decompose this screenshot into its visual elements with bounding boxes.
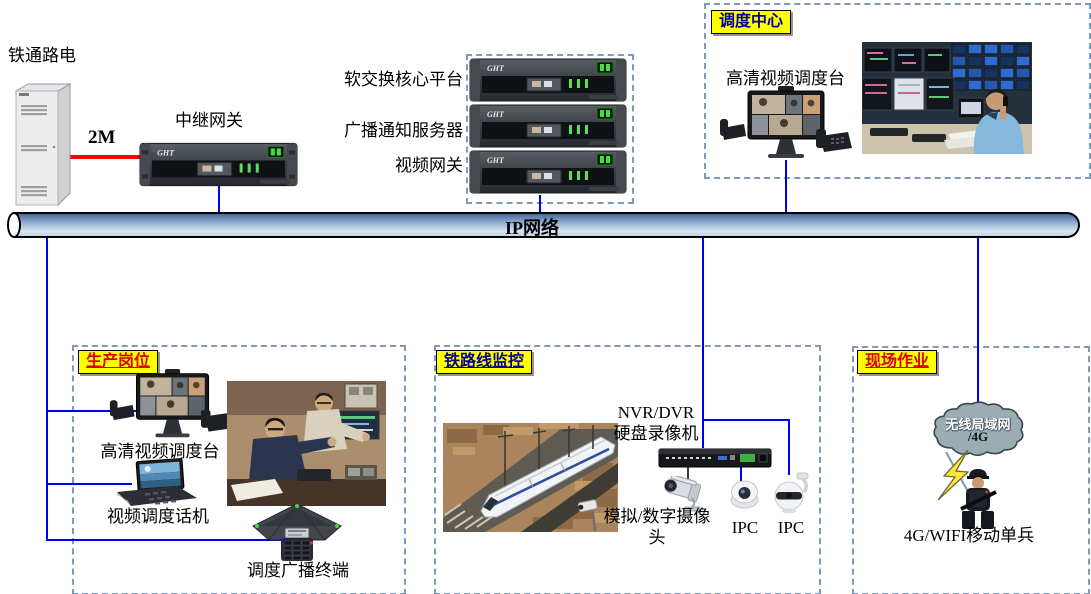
softswitch-label: 软交换核心平台	[344, 70, 463, 89]
tag-dispatch-center: 调度中心	[711, 10, 792, 34]
telecom-cabinet-icon	[14, 83, 72, 207]
line-2m-trunk	[64, 155, 141, 159]
line-nvr-to-ptz-h	[702, 419, 790, 421]
cloud-label-line1: 无线局域网	[945, 417, 1011, 432]
device-brand-text: GHT	[157, 148, 175, 157]
analog-camera-label-line2: 头	[648, 528, 666, 547]
broadcast-server-icon: GHT	[469, 104, 627, 148]
cloud-label-line2: /4G	[967, 429, 989, 444]
ipc-label-1: IPC	[731, 518, 759, 537]
line-servers-to-network	[539, 195, 541, 213]
line-to-bullet-camera	[687, 467, 689, 481]
line-to-dome-camera	[740, 467, 742, 483]
telecom-source-label: 铁通路电	[8, 46, 76, 65]
line-network-to-nvr	[702, 237, 704, 448]
nvr-label: NVR/DVR 硬盘录像机	[600, 402, 712, 444]
line-network-to-production	[46, 237, 48, 541]
video-phone-icon	[117, 458, 197, 506]
production-console-label: 高清视频调度台	[100, 442, 220, 461]
device-brand-text: GHT	[487, 156, 505, 165]
ipc-label-2: IPC	[777, 518, 805, 537]
bullet-camera-icon	[664, 476, 702, 512]
softswitch-server-icon: GHT	[469, 58, 627, 102]
video-phone-label: 视频调度话机	[107, 507, 209, 526]
production-console-icon	[109, 368, 236, 438]
broadcast-terminal-label: 调度广播终端	[247, 561, 349, 580]
soldier-icon	[960, 469, 997, 529]
tag-field-work: 现场作业	[857, 350, 938, 374]
line-branch-console	[46, 410, 138, 412]
tag-production-post: 生产岗位	[78, 350, 159, 374]
line-dispatch-to-network	[785, 160, 787, 213]
dispatch-console-label: 高清视频调度台	[726, 69, 845, 88]
broadcast-server-label: 广播通知服务器	[344, 121, 463, 140]
nvr-label-line1: NVR/DVR	[617, 403, 695, 422]
analog-camera-label: 模拟/数字摄像 头	[592, 506, 722, 548]
device-brand-text: GHT	[487, 64, 505, 73]
tag-railway-monitoring: 铁路线监控	[436, 350, 533, 374]
line-to-ptz-camera	[788, 419, 790, 475]
zone-core-servers	[466, 54, 634, 204]
nvr-icon	[658, 448, 772, 468]
line-branch-broadcast	[46, 539, 288, 541]
relay-gateway-label: 中继网关	[175, 111, 243, 130]
analog-camera-label-line1: 模拟/数字摄像	[603, 507, 711, 526]
link-2m-label: 2M	[88, 127, 116, 148]
video-gateway-label: 视频网关	[395, 156, 463, 175]
ip-network-pipe	[14, 212, 1080, 238]
train-photo	[443, 423, 618, 532]
nvr-label-line2: 硬盘录像机	[613, 424, 699, 443]
line-network-to-cloud	[977, 237, 979, 405]
zone-dispatch-center	[704, 3, 1091, 179]
wireless-cloud-icon: 无线局域网 /4G	[930, 400, 1026, 458]
ptz-camera-icon	[774, 472, 809, 513]
broadcast-terminal-icon	[252, 503, 342, 561]
workers-photo	[227, 381, 386, 506]
ip-network-pipe-cap	[7, 212, 21, 238]
control-room-photo	[862, 42, 1032, 154]
dome-camera-icon	[730, 480, 759, 509]
video-dispatch-console-icon	[720, 86, 852, 158]
line-gateway-to-network	[218, 186, 220, 213]
device-brand-text: GHT	[487, 110, 505, 119]
ip-network-label: IP网络	[505, 218, 559, 238]
video-gateway-icon: GHT	[469, 150, 627, 194]
mobile-unit-label: 4G/WIFI移动单兵	[903, 526, 1035, 545]
relay-gateway-icon: GHT	[139, 142, 298, 187]
line-branch-videophone	[46, 483, 132, 485]
